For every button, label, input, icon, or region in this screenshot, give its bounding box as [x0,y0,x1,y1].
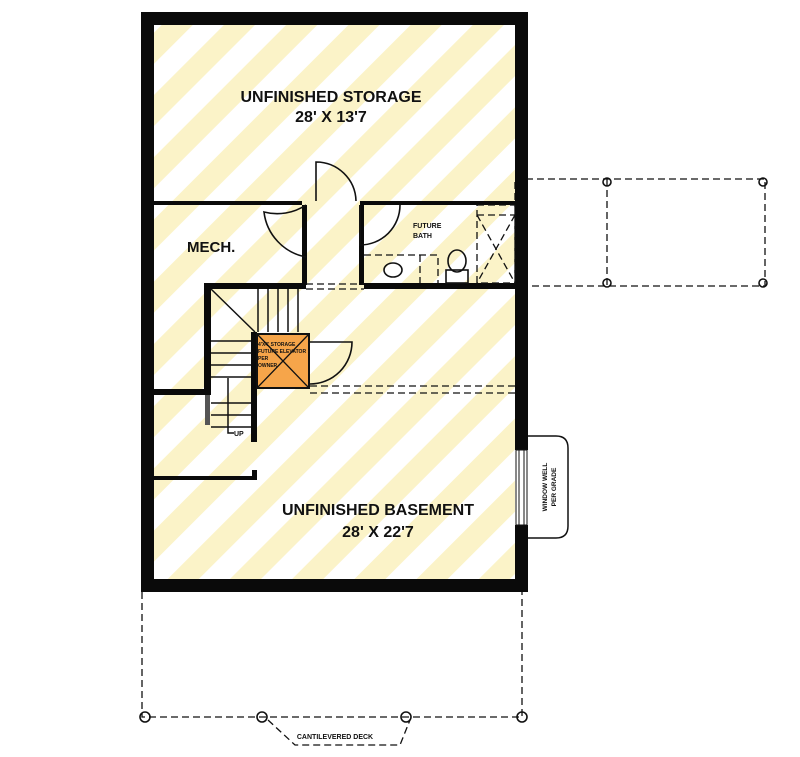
exterior-walls [141,12,528,592]
basement-room-name: UNFINISHED BASEMENT [282,502,474,519]
door-swings [263,161,401,385]
elevator-label-1: 4'X4' STORAGE [258,342,296,348]
bath-label-1: FUTURE [413,223,442,230]
elevator-label-3: PER [258,356,269,362]
shower [476,204,516,284]
side-porch [514,177,768,288]
window [515,449,528,526]
bath-fixtures [364,204,516,284]
window-well-label-1: WINDOW WELL [542,463,549,512]
post-icon [602,177,768,288]
storage-room-size: 28' X 13'7 [295,109,367,126]
floor-area [154,25,515,579]
deck-label: CANTILEVERED DECK [297,734,373,741]
window-well-label-2: PER GRADE [551,467,558,506]
window-well [528,435,569,539]
storage-room-name: UNFINISHED STORAGE [240,89,421,106]
future-elevator: 4'X4' STORAGE FUTURE ELEVATOR PER OWNER [256,333,310,389]
post-icon [139,711,528,723]
bath-label-2: BATH [413,233,432,240]
basement-room-size: 28' X 22'7 [342,524,414,541]
mech-room-name: MECH. [187,239,235,256]
stairs[interactable] [210,288,299,434]
elevator-label-4: OWNER [258,363,278,369]
elevator-label-2: FUTURE ELEVATOR [258,349,306,355]
sink-icon [383,262,403,278]
stair-up-label: UP [234,431,244,438]
toilet-icon [447,249,467,273]
cantilevered-deck: CANTILEVERED DECK [139,592,528,746]
